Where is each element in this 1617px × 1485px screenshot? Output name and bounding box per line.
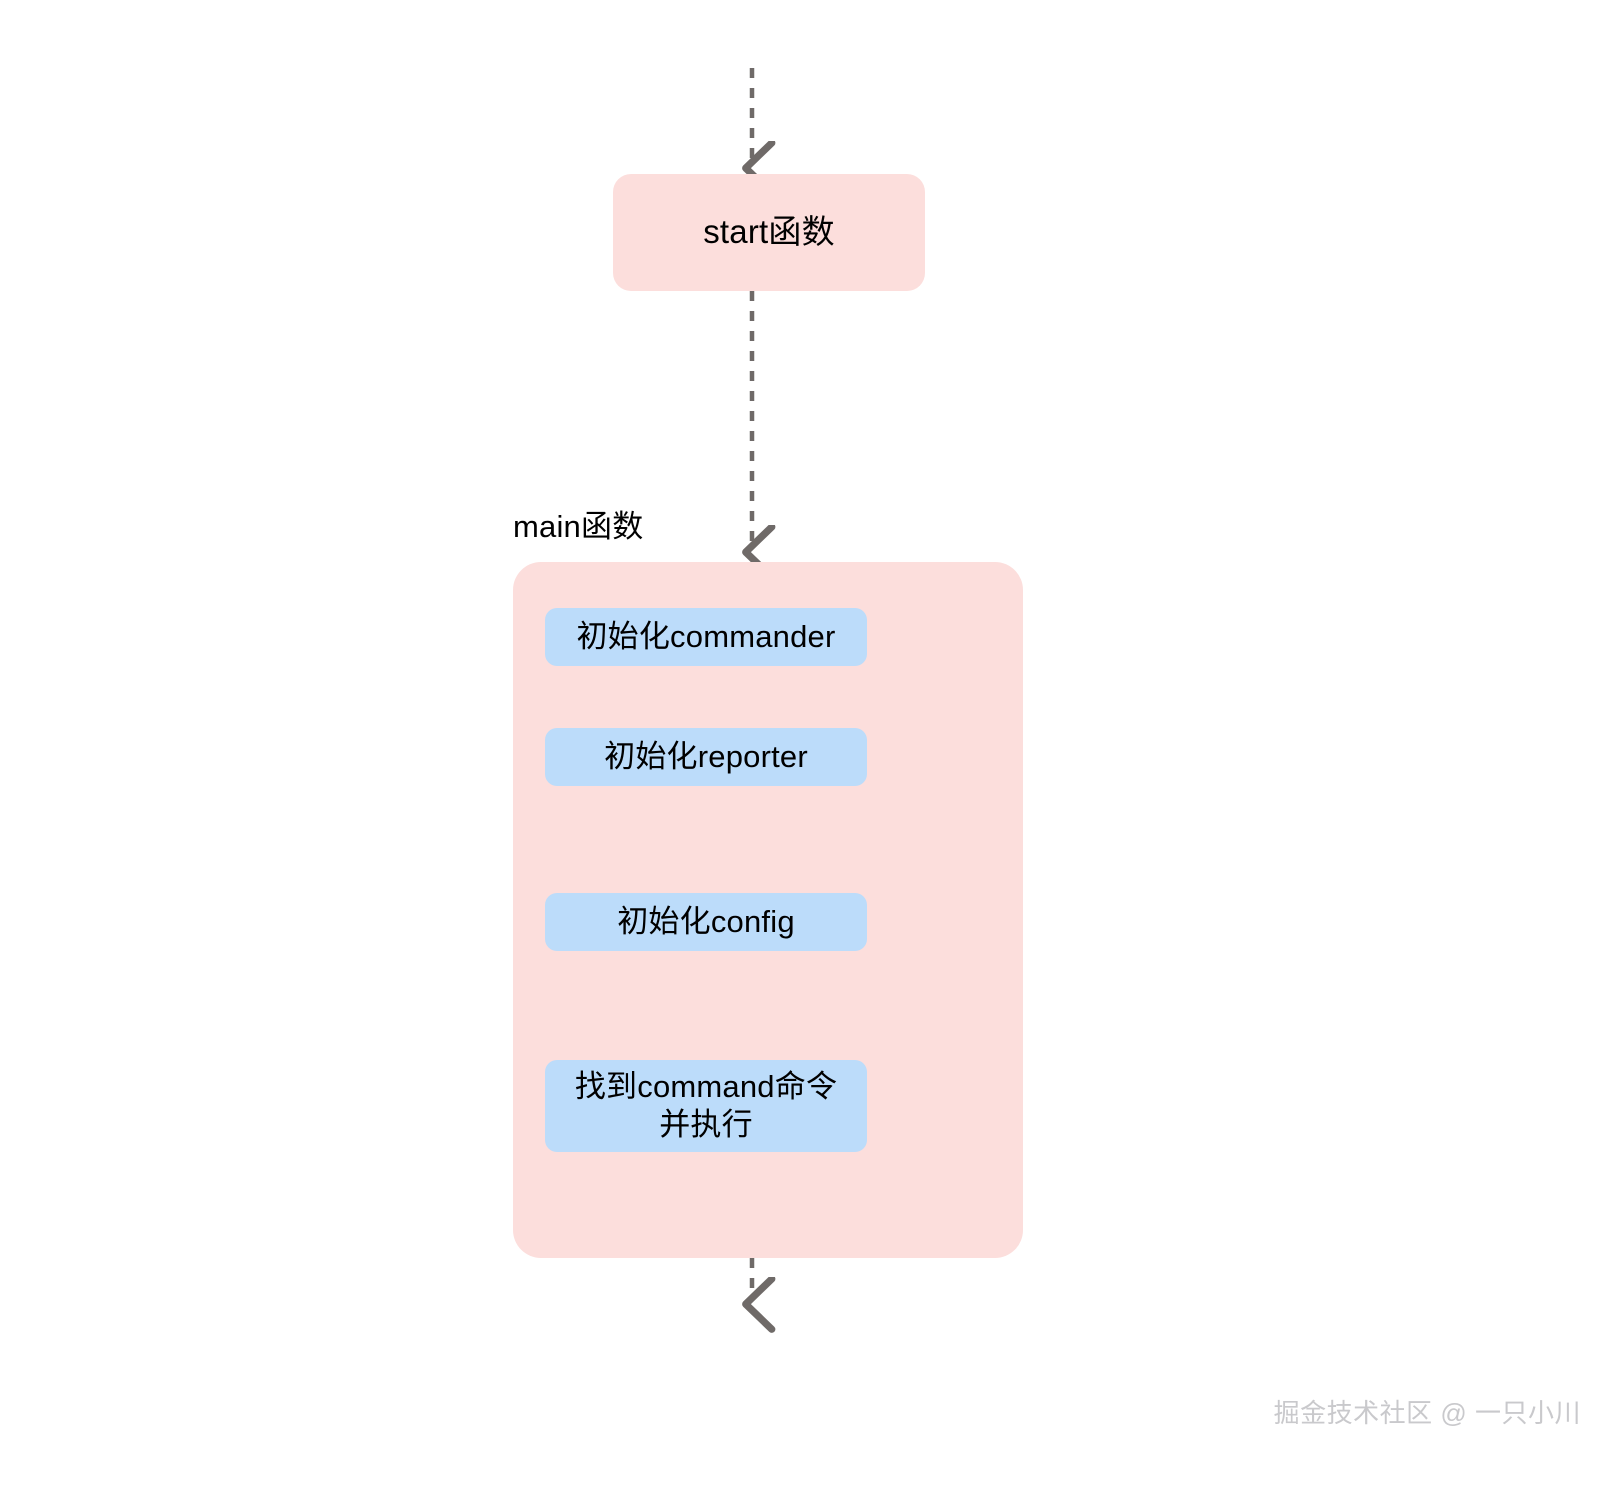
node-start-function[interactable]: start函数: [613, 174, 925, 291]
watermark: 掘金技术社区 @ 一只小川: [1273, 1398, 1581, 1428]
node-init-commander[interactable]: 初始化commander: [545, 608, 867, 666]
node-init-reporter[interactable]: 初始化reporter: [545, 728, 867, 786]
node-init-config[interactable]: 初始化config: [545, 893, 867, 951]
node-find-and-run-command[interactable]: 找到command命令 并执行: [545, 1060, 867, 1152]
node-find-and-run-command-label: 找到command命令 并执行: [574, 1069, 838, 1142]
cluster-label-main-function: main函数: [513, 509, 644, 544]
